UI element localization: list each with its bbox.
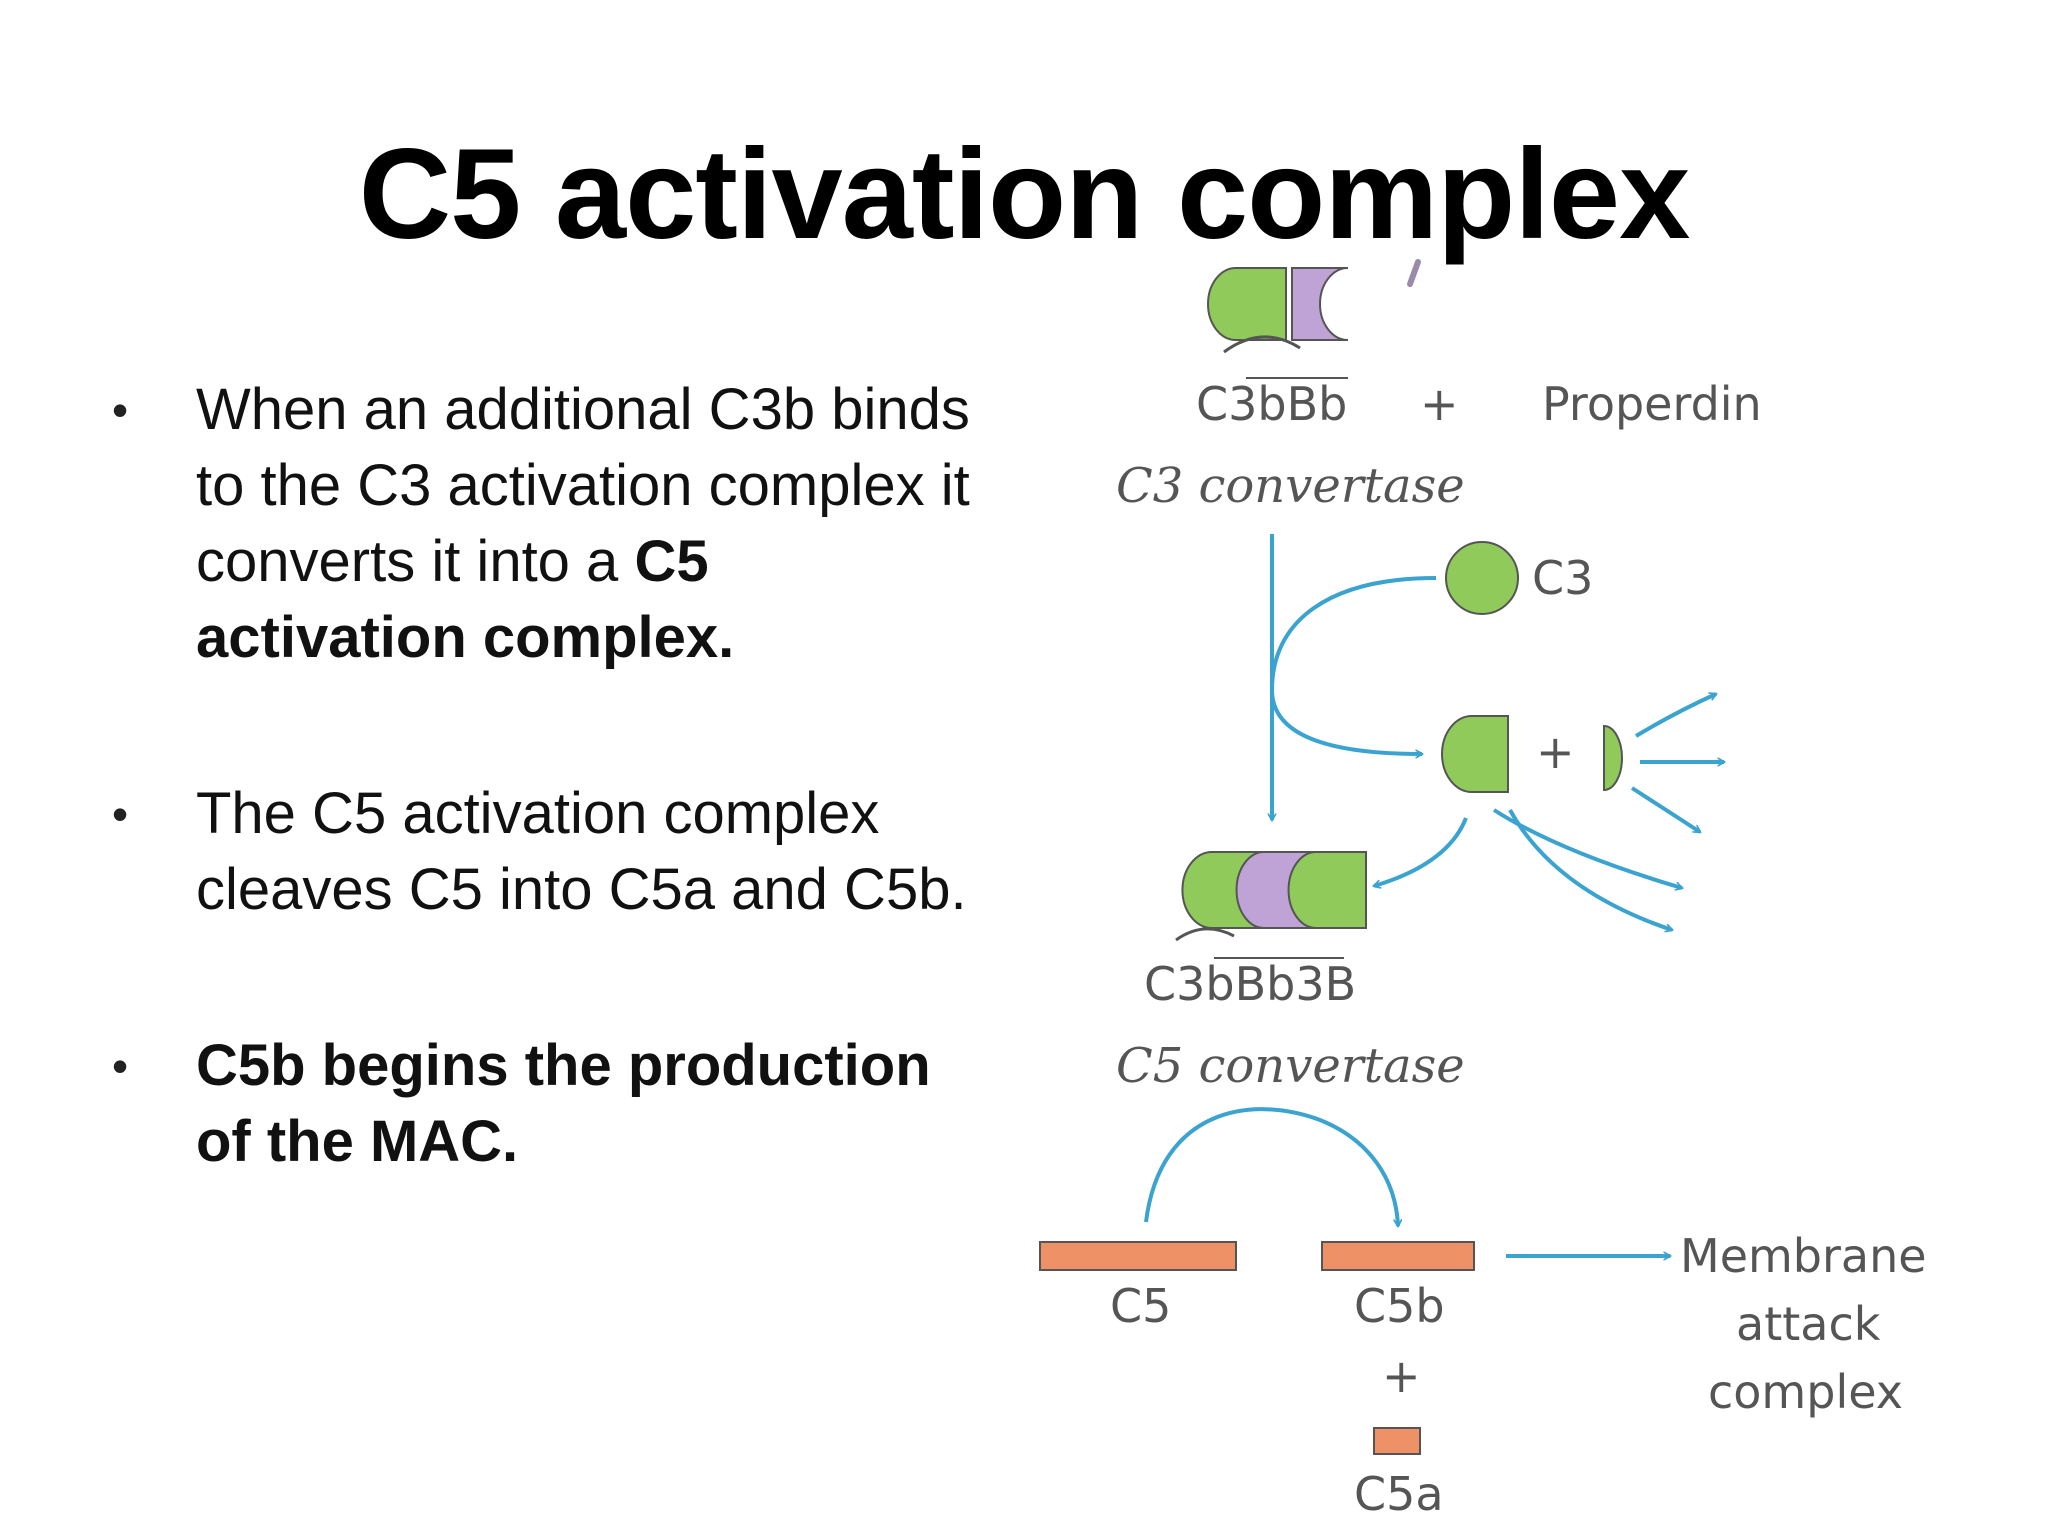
- c5a-bar-icon: [1373, 1427, 1421, 1455]
- mac-label-line2: attack: [1736, 1297, 1881, 1351]
- bullet-item-3: C5b begins the production of the MAC.: [112, 1028, 972, 1180]
- bullet-1-bold: C5 activation complex.: [196, 529, 735, 670]
- c5-cleavage-arrow: [1144, 1107, 1398, 1226]
- c5-bar-icon: [1039, 1241, 1237, 1271]
- c3-label: C3: [1532, 551, 1593, 605]
- properdin-label: Properdin: [1542, 377, 1762, 431]
- c3-convertase-label: C3 convertase: [1116, 458, 1465, 514]
- bullet-3-bold: C5b begins the production of the MAC.: [196, 1033, 931, 1174]
- c3b-fragment-icon: [1441, 715, 1509, 793]
- c3-cleavage-arrow: [1269, 576, 1437, 754]
- c3b-fan-arrows: [1492, 808, 1682, 930]
- c3bbb-label: C3bBb: [1196, 377, 1347, 431]
- slide-title: C5 activation complex: [358, 123, 1691, 266]
- plus-sign-3: +: [1382, 1349, 1421, 1403]
- bullet-item-1: When an additional C3b binds to the C3 a…: [112, 372, 972, 676]
- bullet-2-text: The C5 activation complex cleaves C5 int…: [196, 781, 967, 922]
- bullet-list: When an additional C3b binds to the C3 a…: [112, 372, 972, 1180]
- c3-molecule-icon: [1445, 541, 1519, 615]
- c3a-fragment-icon: [1603, 724, 1623, 792]
- bullet-1-text: When an additional C3b binds to the C3 a…: [196, 377, 970, 594]
- c5-convertase-label: C5 convertase: [1116, 1038, 1465, 1094]
- plus-sign-2: +: [1536, 725, 1575, 779]
- c5-label: C5: [1110, 1279, 1171, 1333]
- c3bbb3b-complex-icon: [1175, 851, 1367, 942]
- c3a-diffusion-arrows: [1630, 692, 1724, 834]
- c3bbb-complex-icon: [1207, 259, 1421, 354]
- c5b-label: C5b: [1354, 1279, 1445, 1333]
- c5a-label: C5a: [1354, 1467, 1444, 1521]
- c3b-join-arrow: [1374, 817, 1468, 886]
- c5b-bar-icon: [1321, 1241, 1475, 1271]
- mac-label-line1: Membrane: [1680, 1229, 1927, 1283]
- mac-label-line3: complex: [1708, 1365, 1903, 1419]
- plus-sign-1: +: [1420, 377, 1459, 431]
- c3bbb3b-label: C3bBb3B: [1144, 957, 1356, 1011]
- bullet-item-2: The C5 activation complex cleaves C5 int…: [112, 776, 972, 928]
